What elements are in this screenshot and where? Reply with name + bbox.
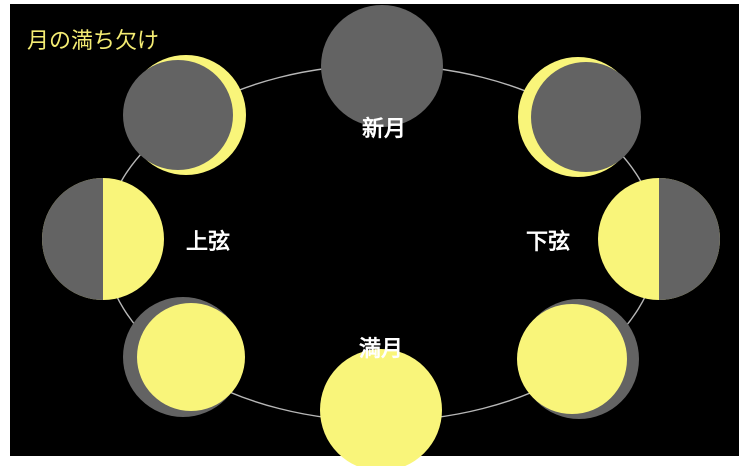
label-last-quarter: 下弦 — [526, 229, 570, 255]
diagram-title: 月の満ち欠け — [27, 29, 159, 54]
waning-crescent — [518, 57, 641, 177]
last-quarter — [598, 178, 720, 300]
full-moon — [320, 349, 442, 466]
label-first-quarter: 上弦 — [186, 229, 230, 255]
new-moon — [321, 5, 443, 127]
first-quarter — [42, 178, 164, 300]
label-full-moon: 満月 — [359, 336, 403, 362]
waning-gibbous — [517, 299, 639, 419]
waxing-crescent — [123, 55, 246, 175]
waxing-gibbous — [123, 297, 245, 417]
label-new-moon: 新月 — [362, 116, 406, 142]
